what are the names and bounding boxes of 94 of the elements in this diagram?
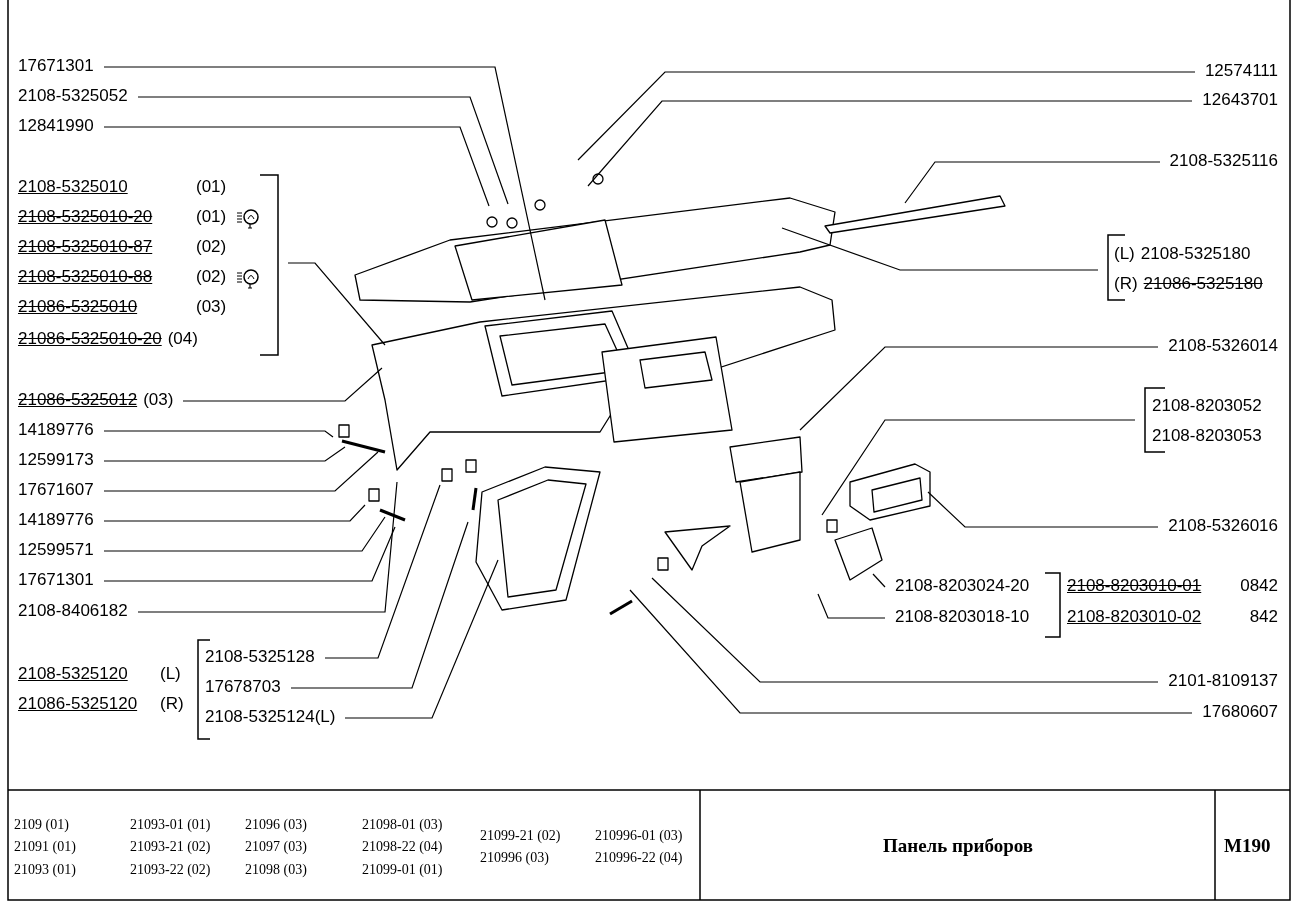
leader-line: [651, 577, 1159, 683]
leader-line: [904, 161, 1161, 204]
model-code: 210996-22 (04): [595, 849, 683, 867]
leader-line: [872, 573, 886, 588]
leader-line: [821, 419, 1136, 516]
variant-code: (02): [196, 237, 227, 257]
part-number: 12841990: [18, 116, 94, 136]
side-code: (R): [160, 694, 184, 714]
leader-line: [290, 521, 469, 689]
model-code: 21093-21 (02): [130, 838, 211, 856]
model-code: 2109 (01): [14, 816, 69, 834]
variant-code: (04): [167, 329, 198, 349]
leader-line: [817, 593, 886, 619]
variant-code: (03): [143, 390, 174, 410]
leader-line: [287, 262, 386, 346]
part-number: 2108-5325128: [205, 647, 315, 667]
leader-line: [927, 491, 1159, 528]
part-number: 2101-8109137: [1168, 671, 1278, 691]
part-number: 2108-5326014: [1168, 336, 1278, 356]
part-number: 21086-5325012: [18, 390, 138, 410]
variant-code: (R): [1114, 274, 1138, 294]
model-code: 21097 (03): [245, 838, 307, 856]
part-number: 2108-5325010-88: [18, 267, 154, 287]
model-code: 21093-22 (02): [130, 861, 211, 879]
leader-line: [587, 100, 1193, 187]
model-code: 21093-01 (01): [130, 816, 211, 834]
part-number: 17678703: [205, 677, 281, 697]
variant-code: (02): [196, 267, 227, 287]
sheet-number: M190: [1224, 836, 1271, 856]
model-code: 21098-22 (04): [362, 838, 443, 856]
variant-code: (01): [196, 207, 227, 227]
model-code: 21099-01 (01): [362, 861, 443, 879]
leader-line: [103, 526, 396, 582]
model-code: 210996 (03): [480, 849, 549, 867]
part-number: 2108-8203018-10: [895, 607, 1030, 627]
part-number: 2108-5325010-87: [18, 237, 154, 257]
leader-line: [103, 451, 379, 492]
model-code: 21098-01 (03): [362, 816, 443, 834]
part-number: 2108-8203010-01: [1067, 576, 1202, 596]
part-number: 17680607: [1202, 702, 1278, 722]
variant-code: (01): [196, 177, 227, 197]
leader-line: [629, 589, 1193, 714]
part-number: 21086-5325010-20: [18, 329, 162, 349]
leader-line: [103, 446, 346, 462]
part-number: 2108-5325124(L): [205, 707, 336, 727]
part-number: 14189776: [18, 510, 94, 530]
part-number: 2108-5325120: [18, 664, 128, 684]
part-number: 2108-8203052: [1152, 396, 1262, 416]
part-number: 17671301: [18, 570, 94, 590]
model-code: 21098 (03): [245, 861, 307, 879]
leader-line: [182, 367, 383, 402]
leader-line: [799, 346, 1159, 431]
leader-line: [344, 559, 499, 719]
title-text: Панель приборов: [882, 836, 1034, 856]
catalog-code: 842: [1249, 607, 1278, 627]
leader-line: [137, 481, 398, 613]
part-number: 2108-8406182: [18, 601, 128, 621]
part-number: 17671301: [18, 56, 94, 76]
variant-code: (03): [196, 297, 227, 317]
part-number: 2108-5325116: [1169, 151, 1278, 171]
part-number: 12599571: [18, 540, 94, 560]
leader-line: [324, 484, 441, 659]
part-number: 14189776: [18, 420, 94, 440]
leader-line: [103, 430, 334, 438]
part-number: 2108-8203053: [1152, 426, 1262, 446]
part-number: 2108-8203024-20: [895, 576, 1030, 596]
part-number: 2108-8203010-02: [1067, 607, 1202, 627]
part-number: 12574111: [1204, 61, 1278, 81]
variant-code: (L): [1114, 244, 1135, 264]
part-number: 2108-5325010: [18, 177, 129, 197]
catalog-code: 0842: [1240, 576, 1278, 596]
part-number: 21086-5325120: [18, 694, 138, 714]
leader-line: [103, 516, 386, 552]
model-code: 210996-01 (03): [595, 827, 683, 845]
model-code: 21091 (01): [14, 838, 76, 856]
part-number: 17671607: [18, 480, 94, 500]
part-number: 2108-5325010-20: [18, 207, 154, 227]
leader-line: [781, 227, 1099, 271]
model-code: 21093 (01): [14, 861, 76, 879]
leader-line: [103, 126, 490, 207]
part-number: 2108-5326016: [1168, 516, 1278, 536]
leader-line: [137, 96, 509, 205]
part-number: 12599173: [18, 450, 94, 470]
leader-line: [103, 66, 546, 301]
leader-line: [577, 71, 1196, 161]
part-number: 2108-5325052: [18, 86, 128, 106]
side-code: (L): [160, 664, 181, 684]
model-code: 21096 (03): [245, 816, 307, 834]
part-number: 12643701: [1202, 90, 1278, 110]
part-number: 21086-5325180: [1143, 274, 1263, 294]
part-number: 21086-5325010: [18, 297, 139, 317]
part-number: 2108-5325180: [1140, 244, 1251, 264]
leader-line: [103, 504, 366, 522]
model-code: 21099-21 (02): [480, 827, 561, 845]
